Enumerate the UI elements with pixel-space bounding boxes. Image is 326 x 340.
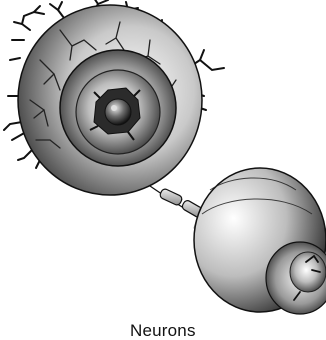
- figure-caption: Neurons: [130, 322, 230, 340]
- large-neuron: [4, 0, 224, 195]
- small-neuron: [194, 168, 326, 314]
